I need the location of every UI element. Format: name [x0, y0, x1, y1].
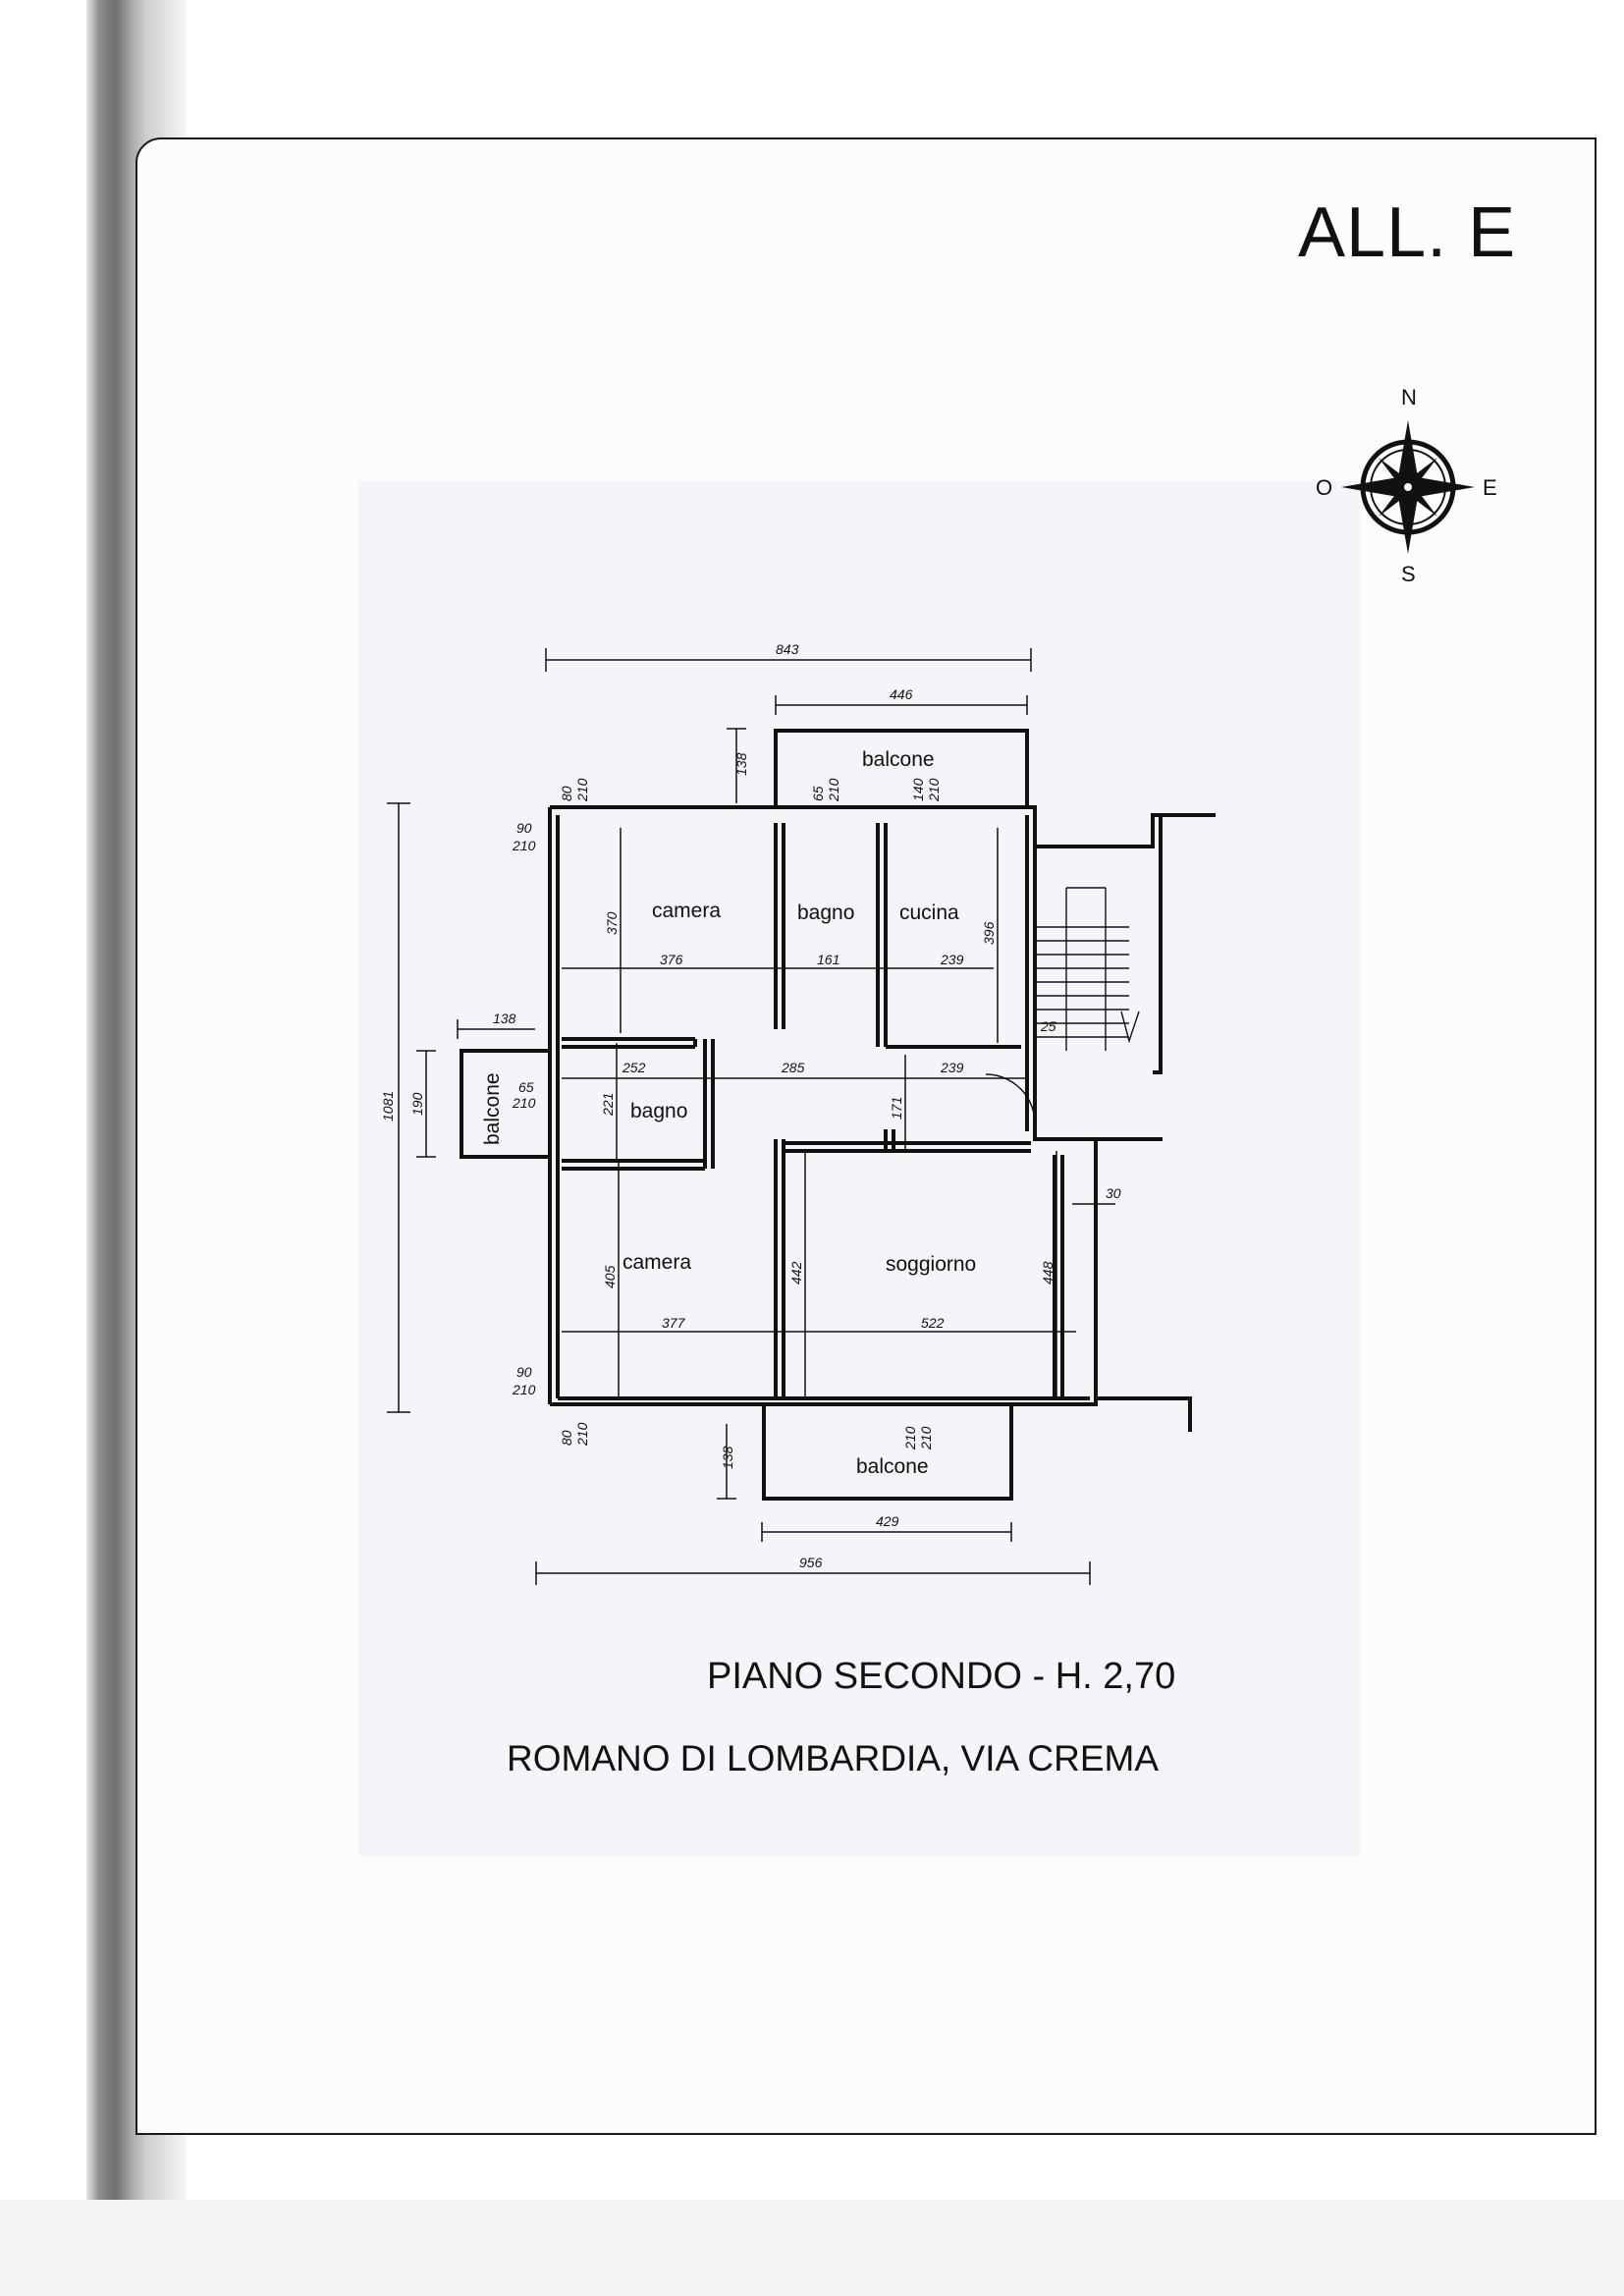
room-label-balcone-bottom: balcone — [856, 1455, 929, 1478]
dim-stair-gap: 25 — [1040, 1018, 1056, 1034]
dim-door-balcony-a: 210 — [902, 1426, 918, 1450]
compass-north: N — [1401, 385, 1417, 410]
dim-wall-30: 30 — [1106, 1185, 1121, 1201]
room-label-bagno-mid: bagno — [630, 1100, 687, 1122]
dim-camera-top-h: 370 — [604, 911, 620, 935]
dim-window-bl-w: 80 — [559, 1430, 574, 1446]
dim-balcony-bot-depth: 138 — [720, 1446, 735, 1469]
dim-bagno-mid-h: 221 — [600, 1093, 616, 1117]
dim-window-tl-w: 80 — [559, 786, 574, 801]
dim-soggiorno-h2: 448 — [1040, 1261, 1056, 1285]
dim-window-l2-h: 210 — [512, 1382, 536, 1397]
dim-window-cucina-h: 210 — [926, 778, 942, 802]
dim-window-bm-h: 210 — [512, 1095, 536, 1111]
dim-window-l1-w: 90 — [516, 820, 532, 836]
room-label-cucina: cucina — [899, 902, 959, 924]
room-label-balcone-left: balcone — [481, 1072, 504, 1145]
dim-balcony-left-h: 190 — [409, 1092, 425, 1116]
dim-bagno-mid-w: 252 — [622, 1060, 646, 1075]
dim-window-bl-h: 210 — [574, 1422, 590, 1447]
compass-east: E — [1483, 475, 1497, 500]
dim-door-balcony-b: 210 — [918, 1426, 934, 1450]
dim-camera-top-w: 376 — [660, 952, 683, 967]
room-label-bagno-top: bagno — [797, 902, 854, 924]
walls — [460, 729, 1216, 1501]
dim-overall-top: 843 — [776, 641, 799, 657]
compass-south: S — [1401, 562, 1416, 586]
dim-soggiorno-w: 522 — [921, 1315, 945, 1331]
entrance-door-swing — [985, 1073, 1036, 1124]
dim-overall-left: 1081 — [380, 1091, 396, 1121]
dim-corridor-h: 171 — [889, 1097, 904, 1120]
room-label-camera-top: camera — [652, 900, 721, 922]
dim-window-tl-h: 210 — [574, 778, 590, 802]
room-label-camera-bottom: camera — [623, 1251, 691, 1274]
dim-corridor-w: 285 — [781, 1060, 805, 1075]
dim-cucina-w: 239 — [940, 952, 964, 967]
dim-window-bagno-h: 210 — [826, 778, 841, 802]
dim-window-cucina-w: 140 — [910, 778, 926, 801]
dim-window-l2-w: 90 — [516, 1364, 532, 1380]
dim-balcony-top-depth: 138 — [733, 752, 749, 776]
dim-cucina-h: 396 — [981, 921, 997, 945]
dim-hall-w: 239 — [940, 1060, 964, 1075]
plan-address: ROMANO DI LOMBARDIA, VIA CREMA — [507, 1738, 1160, 1778]
dim-bagno-top-w: 161 — [817, 952, 839, 967]
compass-west: O — [1316, 475, 1332, 500]
compass-rose-icon — [1341, 420, 1475, 554]
room-label-soggiorno: soggiorno — [886, 1253, 976, 1276]
dim-soggiorno-h1: 442 — [788, 1261, 804, 1285]
dim-balcony-left-w: 138 — [493, 1011, 516, 1026]
dim-balcony-top-width: 446 — [890, 686, 913, 702]
dim-window-bagno-w: 65 — [810, 786, 826, 801]
show-through-background — [358, 481, 1360, 1856]
dim-balcony-bot-width: 429 — [876, 1513, 899, 1529]
scan-bottom-strip — [0, 2200, 1624, 2296]
dim-camera-bot-h: 405 — [602, 1265, 618, 1288]
stairs — [1037, 887, 1140, 1051]
dim-window-bm-w: 65 — [518, 1079, 534, 1095]
dimension-lines — [387, 648, 1115, 1585]
dim-overall-bottom: 956 — [799, 1555, 823, 1570]
dim-window-l1-h: 210 — [512, 838, 536, 853]
room-label-balcone-top: balcone — [862, 748, 935, 771]
annex-code: ALL. E — [1298, 193, 1517, 272]
dim-camera-bot-w: 377 — [662, 1315, 686, 1331]
plan-title: PIANO SECONDO - H. 2,70 — [707, 1656, 1176, 1697]
